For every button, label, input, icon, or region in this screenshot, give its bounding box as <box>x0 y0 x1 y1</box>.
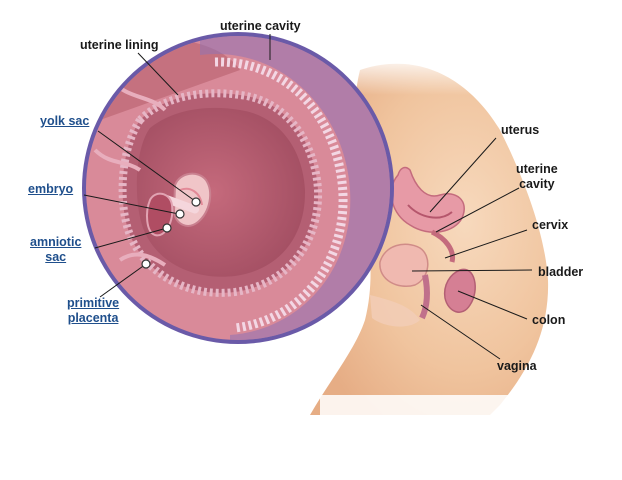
yolk-sac-dot <box>191 197 201 207</box>
pointer-dots <box>141 197 201 269</box>
label-amniotic-sac-link[interactable]: amniotic sac <box>30 235 81 265</box>
placenta-line1: primitive <box>67 296 120 310</box>
uterus-magnified-inset <box>82 32 394 344</box>
label-embryo-link[interactable]: embryo <box>28 182 74 196</box>
label-yolk-sac-link[interactable]: yolk sac <box>40 114 90 128</box>
cervix-shape <box>430 229 456 263</box>
label-colon: colon <box>532 313 566 327</box>
amniotic-line1: amniotic <box>30 235 82 249</box>
vagina-shape <box>419 274 430 320</box>
amniotic-sac-dot <box>162 223 172 233</box>
uterine-cavity-line2: cavity <box>519 177 555 191</box>
internal-organs <box>370 166 476 327</box>
colon-shape <box>443 268 476 313</box>
label-vagina: vagina <box>497 359 537 373</box>
bladder-shape <box>379 243 429 287</box>
label-cervix: cervix <box>532 218 569 232</box>
placenta-line2: placenta <box>67 311 119 325</box>
label-primitive-placenta-link[interactable]: primitive placenta <box>67 296 119 326</box>
label-uterine-cavity: uterine cavity <box>516 162 558 192</box>
label-uterine-lining: uterine lining <box>80 38 159 52</box>
label-uterus: uterus <box>501 123 540 137</box>
leader-lines <box>83 34 533 360</box>
embryo-dot <box>175 209 185 219</box>
primitive-placenta-dot <box>141 259 151 269</box>
label-uterine-cavity-top: uterine cavity <box>220 19 301 33</box>
uterine-cavity-line1: uterine <box>516 162 558 176</box>
uterine-wall <box>200 36 390 340</box>
label-bladder: bladder <box>538 265 584 279</box>
uterine-cavity-area <box>136 107 306 277</box>
amniotic-line2: sac <box>45 250 67 264</box>
